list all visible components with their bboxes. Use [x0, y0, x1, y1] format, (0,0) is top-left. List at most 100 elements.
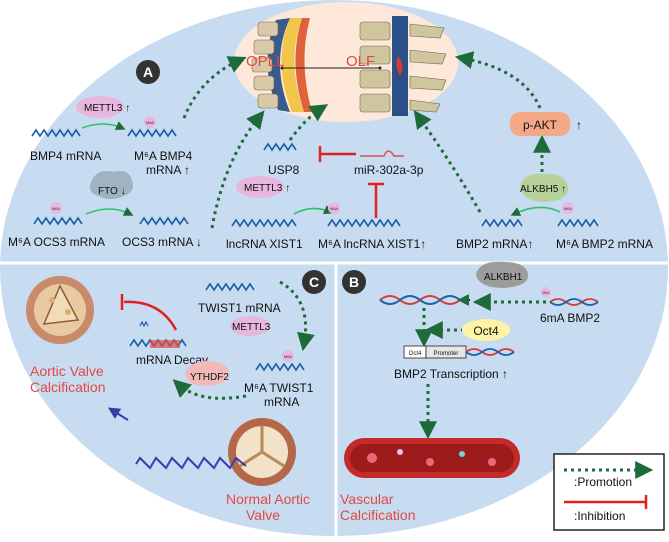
panel-b-letter-badge	[342, 270, 366, 294]
m6a-lncrna-wave	[327, 218, 401, 228]
usp8-wave	[263, 142, 297, 152]
bmp2-mrna-label: BMP2 mRNA↑	[456, 237, 533, 251]
ythdf2-label: YTHDF2	[190, 372, 229, 383]
m6a-badge-twist1-text: M6A	[284, 354, 293, 359]
alkbh1-shape	[476, 261, 529, 288]
panel-c-letter: C	[309, 274, 319, 290]
olf-spine-illustration	[359, 16, 447, 116]
opll-spine-illustration	[251, 18, 312, 112]
aortic-calcification-label-1: Aortic Valve	[30, 363, 104, 379]
fto-shape	[90, 171, 133, 199]
alkbh5-label: ALKBH5 ↑	[520, 184, 566, 195]
mir302-hairpin	[360, 150, 404, 157]
dna-6ma-red	[549, 298, 599, 306]
m6a-lncrna-label: M⁶A lncRNA XIST1↑	[318, 237, 426, 251]
ocs3-mrna-wave	[139, 216, 189, 226]
m6a-badge-ocs3-text: M6A	[52, 206, 61, 211]
mettl3-c-shape	[230, 316, 270, 336]
m6a-twist1-wave	[255, 362, 305, 372]
normal-valve-label-2: Valve	[246, 507, 280, 523]
m6a-badge-6ma	[541, 287, 551, 297]
panel-c: C TWIST1 mRNA METTL3 M6A M⁶A TWIST1 mRNA…	[26, 270, 326, 523]
oct4-shape	[462, 319, 510, 341]
bmp2-demethylation-arrow	[510, 206, 561, 216]
mrna-decay-label: mRNA Decay	[136, 353, 208, 367]
xist1-methylation-arrow	[293, 205, 334, 215]
mettl3-b-label: METTL3 ↑	[244, 183, 290, 194]
ythdf2-shape	[185, 361, 229, 386]
m6a-badge-6ma-text: M6A	[542, 291, 550, 295]
panel-b: B ALKBH1 M6A 6mA BMP2 Oct4 Oct4 Promoter…	[340, 261, 665, 531]
olf-label: OLF	[346, 53, 375, 70]
vascular-calcification-label-1: Vascular	[340, 491, 394, 507]
panel-a-letter: A	[143, 64, 153, 80]
bmp2-promotion-arrow[interactable]	[413, 110, 482, 213]
fto-label: FTO ↓	[98, 186, 126, 197]
mettl3-b-shape	[236, 176, 284, 198]
legend-inhibition-label: :Inhibition	[574, 509, 625, 523]
oct4-small-label: Oct4	[409, 351, 422, 357]
decay-inhibition-curve[interactable]	[123, 300, 178, 331]
pakt-promotion-arrow[interactable]	[454, 51, 542, 109]
alkbh5-shape	[520, 173, 569, 202]
lncrna-xist1-wave	[231, 218, 297, 228]
normal-valve-label-1: Normal Aortic	[226, 491, 310, 507]
promoter-region: Oct4 Promoter	[403, 345, 515, 359]
panel-c-letter-badge	[302, 270, 326, 294]
twist1-mrna-label: TWIST1 mRNA	[198, 301, 281, 315]
bmp4-mrna-label: BMP4 mRNA	[30, 149, 101, 163]
bmp4-promotion-arrow[interactable]	[182, 56, 247, 119]
legend-promotion-label: :Promotion	[574, 475, 632, 489]
m6a-ocs3-wave	[33, 216, 83, 226]
ocs3-demethylation-arrow	[85, 207, 134, 216]
m6a-bmp4-wave	[127, 128, 177, 138]
m6a-badge-bmp2-text: M6A	[564, 206, 573, 211]
mrna-decay-fragments	[129, 320, 187, 348]
m6a-badge-bmp4-text: M6A	[146, 120, 155, 125]
blood-vessel-illustration	[344, 438, 520, 478]
bmp2-transcription-label: BMP2 Transcription ↑	[394, 367, 508, 381]
m6a-bmp2-wave	[557, 218, 599, 228]
olf-connector-dot	[378, 66, 382, 70]
lncrna-xist1-label: lncRNA XIST1	[226, 237, 303, 251]
m6a-badge-xist1	[328, 202, 340, 214]
mettl3-a-shape	[76, 96, 124, 118]
calcification-progression-wave	[135, 456, 247, 470]
usp8-promotion-arrow[interactable]	[288, 104, 329, 141]
pakt-label: p-AKT	[523, 118, 558, 132]
normal-valve-illustration	[228, 418, 296, 486]
twist1-methylation-arrow[interactable]	[279, 280, 315, 352]
mir302-label: miR-302a-3p	[354, 163, 424, 177]
calcification-progression-arrow	[107, 407, 129, 421]
m6a-badge-bmp4	[144, 116, 156, 128]
bmp2-mrna-wave	[481, 218, 523, 228]
6ma-bmp2-label: 6mA BMP2	[540, 311, 600, 325]
m6a-bmp4-label-2: mRNA ↑	[146, 163, 190, 177]
opll-label: OPLL	[246, 53, 284, 70]
ocs3-promotion-arrow[interactable]	[210, 110, 265, 229]
usp8-label: USP8	[268, 163, 300, 177]
m6a-twist1-label-2: mRNA	[264, 395, 299, 409]
aortic-calcification-label-2: Calcification	[30, 379, 105, 395]
m6a-badge-twist1	[282, 350, 294, 362]
dna-helix-top	[379, 295, 461, 305]
oct4-label: Oct4	[473, 324, 499, 338]
panel-a-letter-badge	[136, 60, 160, 84]
panel-a: OPLL OLF A METTL3 ↑ BMP4 mRNA M6A M⁶A BM…	[8, 2, 653, 251]
mettl3-a-label: METTL3 ↑	[84, 103, 130, 114]
m6a-badge-bmp2	[562, 202, 574, 214]
m6a-bmp4-label-1: M⁶A BMP4	[134, 149, 193, 163]
alkbh1-label: ALKBH1	[484, 272, 523, 283]
legend: :Promotion :Inhibition	[553, 453, 665, 531]
m6a-bmp2-label: M⁶A BMP2 mRNA	[556, 237, 653, 251]
panel-b-letter: B	[349, 274, 359, 290]
m6a-badge-ocs3	[50, 202, 62, 214]
ythdf2-decay-arrow[interactable]	[172, 379, 247, 400]
ocs3-mrna-label: OCS3 mRNA ↓	[122, 235, 202, 249]
opll-connector-dot	[280, 66, 284, 70]
m6a-ocs3-label: M⁶A OCS3 mRNA	[8, 235, 105, 249]
bmp4-methylation-arrow	[81, 121, 126, 131]
